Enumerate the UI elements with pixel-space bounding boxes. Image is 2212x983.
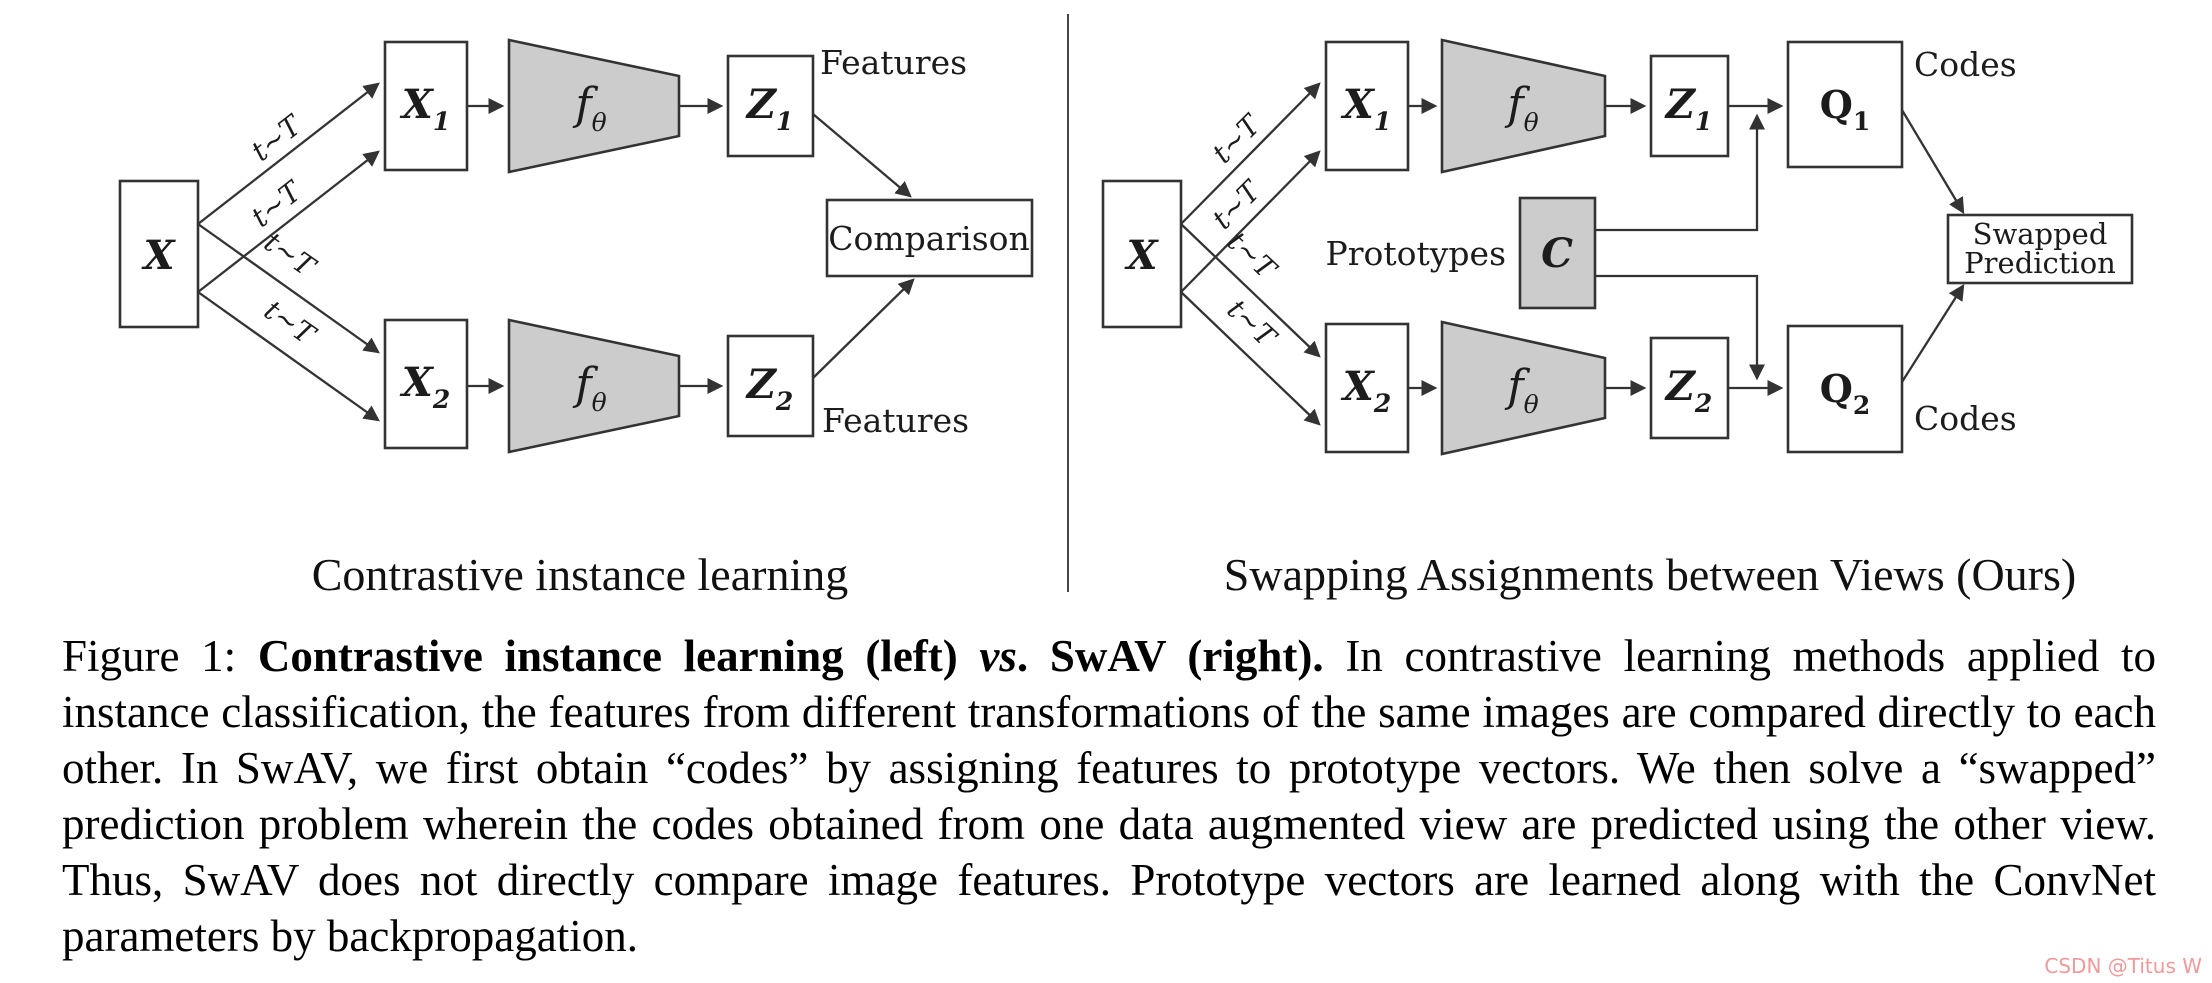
right-t-label-4: t~T <box>1221 293 1284 355</box>
right-q1-label: Q1 <box>1820 82 1871 136</box>
left-encoder-bottom-trapezoid <box>507 318 681 454</box>
right-q2-label: Q2 <box>1820 366 1871 420</box>
left-z2-box <box>726 334 815 438</box>
left-t-label-1: t~T <box>245 108 309 168</box>
right-prototypes-label: Prototypes <box>1326 234 1506 273</box>
caption-prefix: Figure 1: <box>62 631 258 681</box>
caption-bold-b: . SwAV (right). <box>1016 631 1324 681</box>
watermark: CSDN @Titus W <box>2044 954 2202 978</box>
left-features-bottom-label: Features <box>822 401 969 440</box>
right-x1-label: X1 <box>1340 81 1391 136</box>
right-c-label: C <box>1541 230 1573 277</box>
right-swapped-prediction-box <box>1946 213 2134 285</box>
right-x-box <box>1101 179 1183 329</box>
right-t-label-2: t~T <box>1206 173 1269 236</box>
right-t-label-1: t~T <box>1206 107 1269 170</box>
right-q1-box <box>1786 40 1904 169</box>
left-z2-to-comparison-arrow <box>812 278 915 379</box>
right-z1-box <box>1649 54 1730 158</box>
left-augment-arrow-3 <box>197 223 380 354</box>
left-x2-label: X2 <box>399 359 450 414</box>
left-x1-label: X1 <box>399 81 450 136</box>
left-augment-arrow-4 <box>197 291 380 422</box>
right-codes-top-label: Codes <box>1914 45 2017 84</box>
right-z2-box <box>1649 336 1730 440</box>
left-comparison-box <box>825 198 1034 278</box>
left-x-label: X <box>140 232 176 279</box>
right-diagram: X t~T t~T t~T t~T X1 fθ Z1 Q1 Codes X2 f… <box>1101 38 2134 456</box>
right-x1-box <box>1324 40 1410 172</box>
figure-caption: Figure 1: Contrastive instance learning … <box>62 628 2156 964</box>
right-diagram-title: Swapping Assignments between Views (Ours… <box>1223 549 2077 600</box>
right-q2-box <box>1786 324 1904 454</box>
left-z2-label: Z2 <box>745 361 794 416</box>
right-c-box <box>1518 196 1597 310</box>
left-features-top-label: Features <box>820 43 967 82</box>
caption-bold-vs: vs <box>979 631 1017 681</box>
caption-bold-a: Contrastive instance learning (left) <box>257 631 980 681</box>
right-z2-label: Z2 <box>1664 363 1713 418</box>
left-augment-arrow-1 <box>197 82 380 225</box>
left-z1-label: Z1 <box>745 81 794 136</box>
caption-body: In contrastive learning methods applied … <box>62 631 2156 961</box>
left-encoder-top-trapezoid <box>507 38 681 174</box>
right-c-to-top-junction-line <box>1595 113 1766 232</box>
left-x2-box <box>383 318 469 450</box>
diagram-canvas: X t~T t~T t~T t~T X1 fθ Z1 Features X2 f… <box>118 14 2134 592</box>
right-q1-to-swapped-arrow <box>1901 109 1965 215</box>
right-encoder-bottom-trapezoid <box>1440 320 1607 456</box>
left-x1-box <box>383 40 469 172</box>
left-t-label-3: t~T <box>258 225 323 284</box>
left-diagram-title: Contrastive instance learning <box>311 549 849 600</box>
right-swapped-line2: Prediction <box>1964 246 2116 280</box>
right-encoder-top-trapezoid <box>1440 38 1607 174</box>
left-x-box <box>118 179 200 329</box>
right-x-label: X <box>1123 232 1159 279</box>
right-augment-arrow-3 <box>1180 223 1321 358</box>
right-c-to-bottom-junction-line <box>1595 274 1766 381</box>
left-z1-to-comparison-arrow <box>812 113 912 198</box>
right-swapped-line1: Swapped <box>1973 217 2108 251</box>
right-augment-arrow-2 <box>1180 150 1321 293</box>
right-augment-arrow-4 <box>1180 291 1321 426</box>
left-augment-arrow-2 <box>197 150 380 293</box>
left-z1-box <box>726 54 815 158</box>
left-comparison-label: Comparison <box>828 219 1030 258</box>
left-t-label-4: t~T <box>258 293 323 352</box>
right-codes-bottom-label: Codes <box>1914 399 2017 438</box>
right-x2-label: X2 <box>1340 363 1391 418</box>
right-augment-arrow-1 <box>1180 82 1321 225</box>
right-q2-to-swapped-arrow <box>1901 283 1965 383</box>
right-z1-label: Z1 <box>1664 81 1713 136</box>
left-diagram: X t~T t~T t~T t~T X1 fθ Z1 Features X2 f… <box>118 38 1034 454</box>
